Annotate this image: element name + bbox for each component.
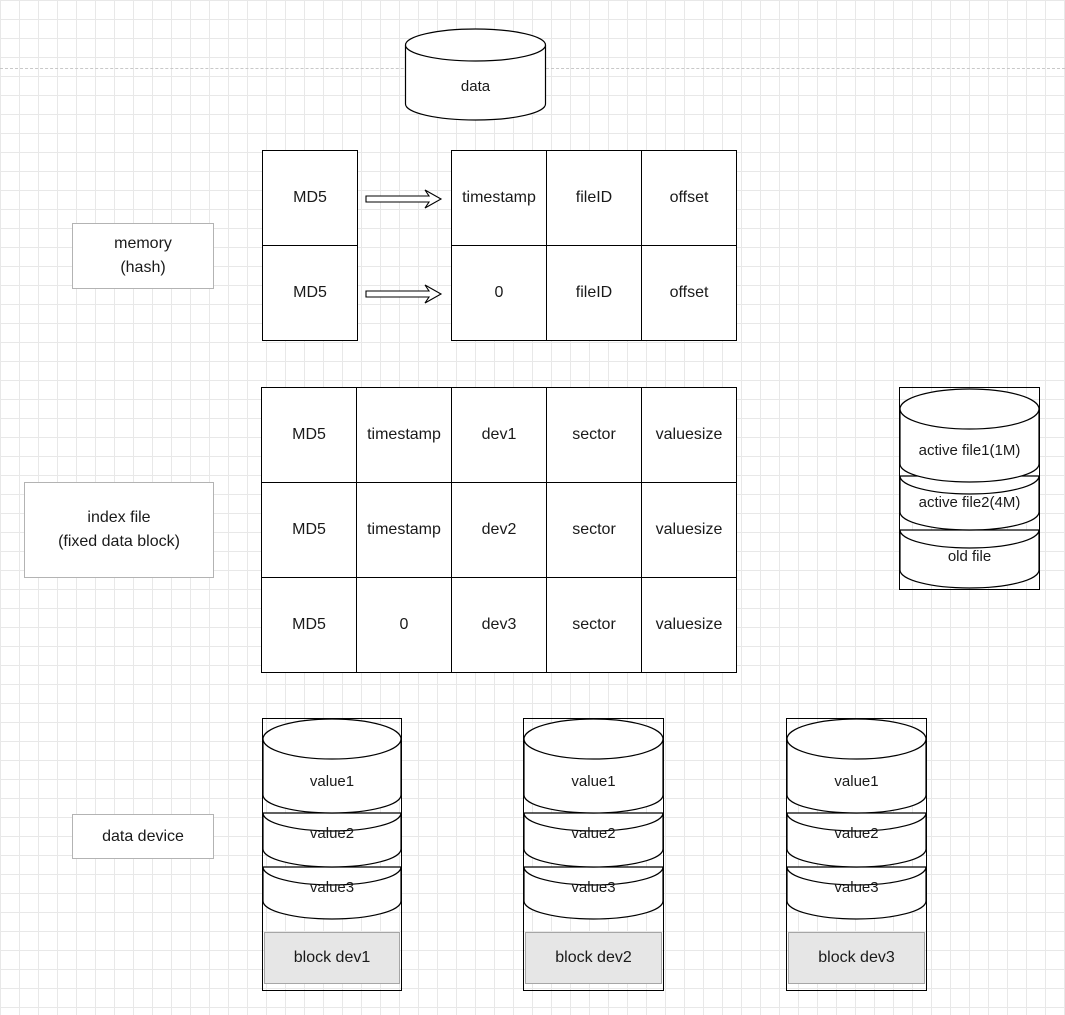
memory-hash-table: timestamp fileID offset 0 fileID offset [451,150,737,341]
index-file-table: MD5 timestamp dev1 sector valuesize MD5 … [261,387,737,673]
data-device-label: data device [72,814,214,859]
index-cell: dev1 [452,388,547,483]
block-device-label: block dev3 [788,932,925,984]
device-cylinder-stack: value1 value2 value3 [523,718,664,928]
file-layer-label: active file1(1M) [918,442,1021,459]
index-cell: dev2 [452,483,547,578]
index-cell: timestamp [357,483,452,578]
index-file-label: index file (fixed data block) [24,482,214,578]
data-cylinder: data [404,27,547,122]
index-cell: 0 [357,578,452,673]
index-cell: MD5 [262,388,357,483]
file-layer-label: active file2(4M) [918,494,1021,511]
device-value-label: value3 [309,879,355,896]
memory-cell: 0 [452,246,547,341]
index-cell: timestamp [357,388,452,483]
index-cell: dev3 [452,578,547,673]
memory-cell: offset [642,246,737,341]
memory-label-line1: memory [114,235,172,252]
memory-cell: fileID [547,246,642,341]
device-stack-shape [262,718,402,920]
memory-label: memory (hash) [72,223,214,289]
index-cell: MD5 [262,483,357,578]
device-stack-shape [786,718,927,920]
index-cell: valuesize [642,578,737,673]
data-device-label-text: data device [102,827,184,845]
device-cylinder-stack: value1 value2 value3 [262,718,402,928]
file-layer-label: old file [947,548,992,565]
index-cell: valuesize [642,483,737,578]
device-cylinder-stack: value1 value2 value3 [786,718,927,928]
double-arrow-icon [365,284,443,304]
device-value-label: value2 [834,825,879,842]
device-value-label: value1 [571,773,616,790]
index-cell: sector [547,388,642,483]
index-cell: valuesize [642,388,737,483]
index-cell: sector [547,578,642,673]
index-file-label-line2: (fixed data block) [58,533,180,550]
device-value-label: value2 [309,825,355,842]
files-stack-shape [899,388,1040,589]
data-cylinder-shape [404,28,547,121]
data-cylinder-label: data [460,78,491,95]
block-device-label: block dev2 [525,932,662,984]
memory-cell: offset [642,151,737,246]
memory-keys-table: MD5 MD5 [262,150,358,341]
index-cell: MD5 [262,578,357,673]
device-value-label: value2 [571,825,616,842]
files-cylinder-stack: active file1(1M) active file2(4M) old fi… [899,387,1040,590]
memory-cell: timestamp [452,151,547,246]
memory-label-line2: (hash) [120,259,166,276]
device-value-label: value3 [834,879,879,896]
device-value-label: value1 [834,773,879,790]
index-file-label-line1: index file [87,509,151,526]
device-value-label: value3 [571,879,616,896]
double-arrow-icon [365,189,443,209]
memory-key-cell: MD5 [263,151,358,246]
memory-key-cell: MD5 [263,246,358,341]
memory-cell: fileID [547,151,642,246]
device-value-label: value1 [309,773,355,790]
device-stack-shape [523,718,664,920]
index-cell: sector [547,483,642,578]
block-device-label: block dev1 [264,932,400,984]
